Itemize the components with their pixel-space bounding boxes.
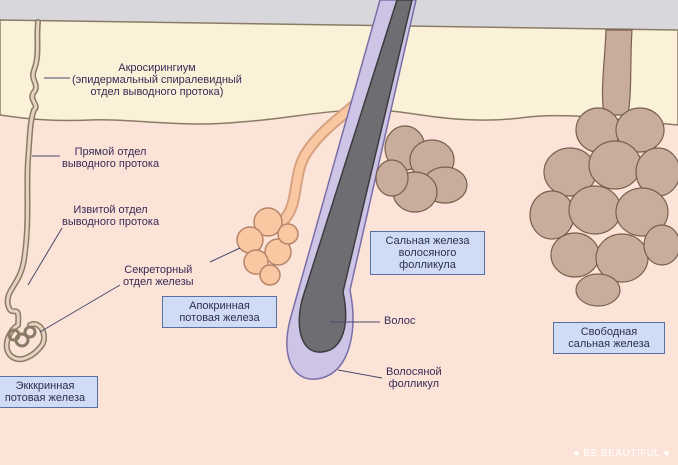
free-sebaceous-gland <box>529 29 678 307</box>
box-free-sebaceous: Свободная сальная железа <box>553 322 665 354</box>
apocrine-sweat-gland <box>236 94 366 286</box>
box-eccrine-gland: Экккринная потовая железа <box>0 376 98 408</box>
label-coiled-duct: Извитой отдел выводного протока <box>62 204 160 228</box>
hair-follicle <box>286 0 417 380</box>
label-secretory-part: Секреторный отдел железы <box>123 264 194 288</box>
eccrine-sweat-gland <box>3 19 48 363</box>
label-straight-duct: Прямой отдел выводного протока <box>62 146 160 170</box>
label-hair-follicle: Волосяной фолликул <box>386 366 442 390</box>
watermark: ● BE BEAUTIFUL ● <box>573 448 670 459</box>
follicle-sebaceous-gland <box>375 125 468 213</box>
leader-lines <box>27 77 383 379</box>
label-hair: Волос <box>384 315 416 327</box>
hair-shaft <box>298 0 413 353</box>
box-follicle-sebaceous: Сальная железа волосяного фолликула <box>370 231 485 275</box>
label-acrosyringium: Акросирингиум (эпидермальный спиралевидн… <box>72 62 242 98</box>
box-apocrine-gland: Апокринная потовая железа <box>162 296 277 328</box>
epidermis-layer <box>0 19 678 126</box>
